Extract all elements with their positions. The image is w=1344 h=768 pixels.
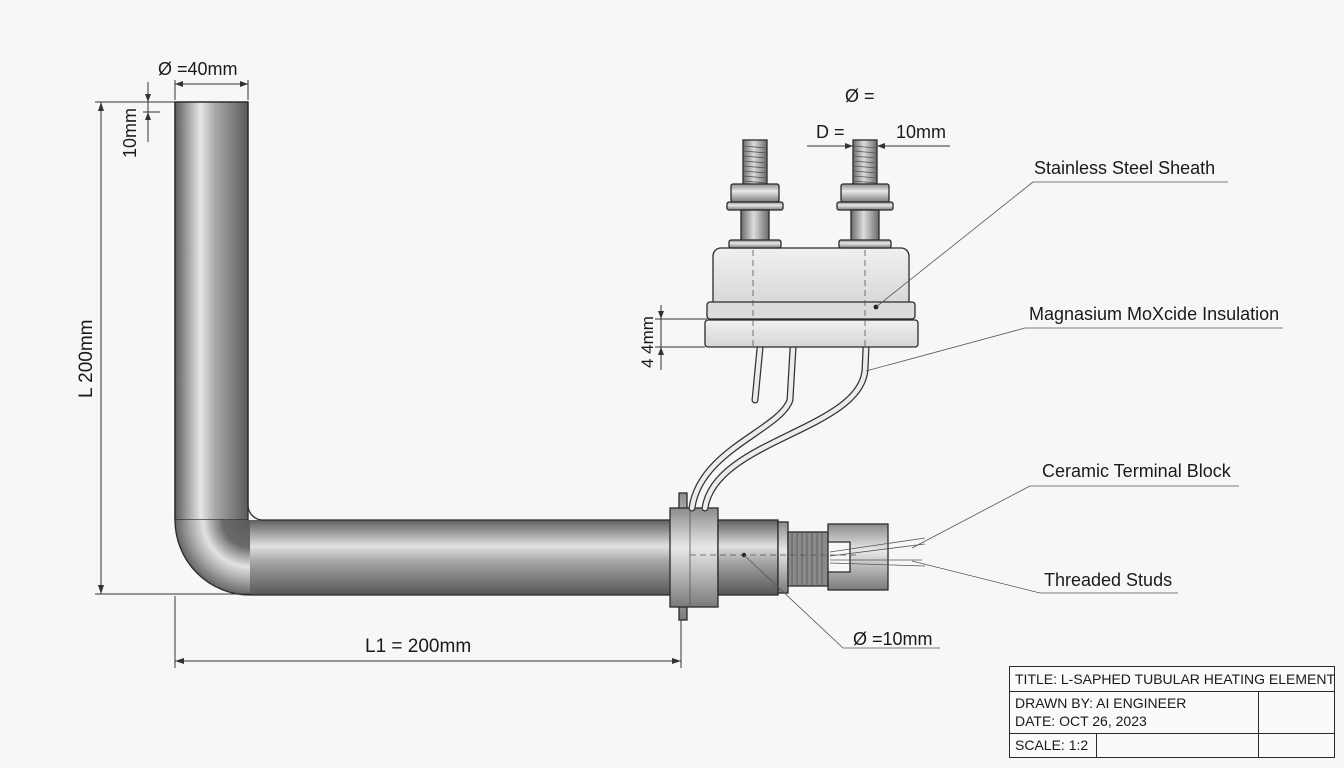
horizontal-length-label: L1 = 200mm <box>365 636 471 657</box>
nozzle-diameter-label: Ø =10mm <box>853 629 933 649</box>
vertical-length-label: L 200mm <box>76 320 97 399</box>
callout-studs: Threaded Studs <box>1044 570 1172 590</box>
callout-leaders <box>865 181 1283 594</box>
callout-sheath: Stainless Steel Sheath <box>1034 158 1215 178</box>
callout-terminal-block: Ceramic Terminal Block <box>1042 461 1232 481</box>
title-block-title: TITLE: L-SAPHED TUBULAR HEATING ELEMENT <box>1015 671 1335 687</box>
stud-left <box>726 139 784 249</box>
terminal-block <box>704 247 919 348</box>
threaded-section <box>787 531 829 587</box>
callout-insulation: Magnasium MoXcide Insulation <box>1029 304 1279 324</box>
stud-diameter-label: Ø = <box>845 86 875 106</box>
stud-d-value: 10mm <box>896 122 946 142</box>
title-block: TITLE: L-SAPHED TUBULAR HEATING ELEMENT … <box>1009 666 1335 758</box>
tube-bend <box>175 520 250 595</box>
l-shaped-tube <box>174 101 670 596</box>
gasket-thickness-label: 4 4mm <box>638 316 657 368</box>
title-block-drawn-by: DRAWN BY: AI ENGINEER <box>1015 695 1187 711</box>
dimension-lines <box>95 80 950 668</box>
wall-offset-label: 10mm <box>120 108 140 158</box>
title-block-scale: SCALE: 1:2 <box>1015 737 1089 753</box>
stud-d-label: D = <box>816 122 845 142</box>
horizontal-tube-section <box>250 520 670 595</box>
stud-right <box>836 139 894 249</box>
vertical-tube-section <box>174 101 249 521</box>
pipe-diameter-label: Ø =40mm <box>158 59 238 79</box>
flange-fitting <box>669 492 926 621</box>
lead-wires-right <box>829 537 926 567</box>
terminal-studs <box>726 139 894 249</box>
lead-wires <box>688 344 870 512</box>
title-block-date: DATE: OCT 26, 2023 <box>1015 713 1147 729</box>
